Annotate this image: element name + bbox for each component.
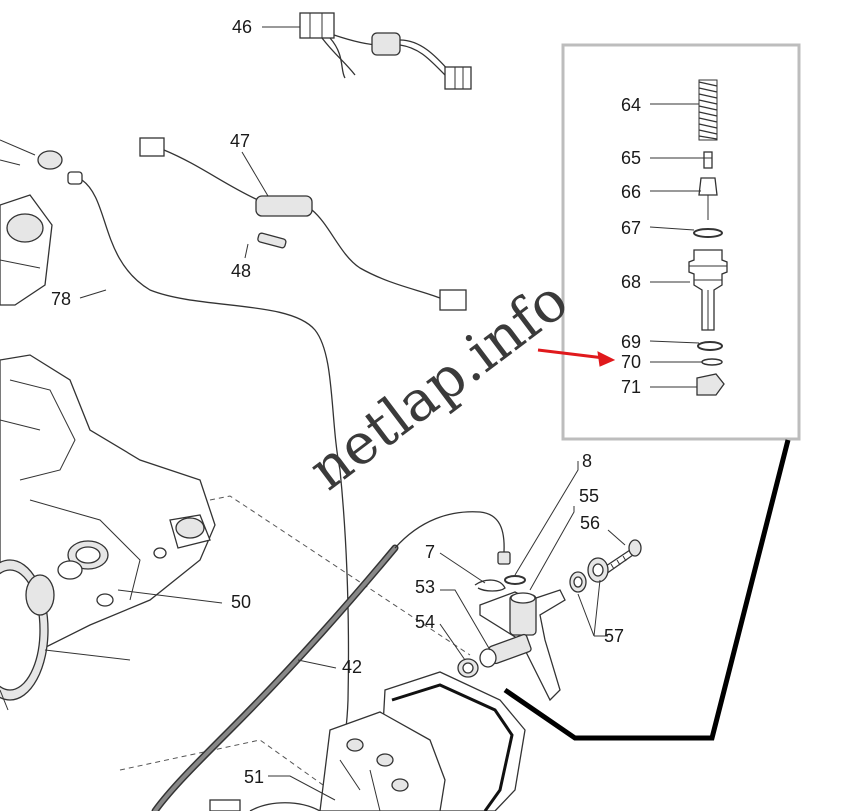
label-46: 46 — [232, 17, 252, 37]
part-7-clip — [474, 579, 506, 592]
leader-53 — [440, 589, 491, 651]
label-66: 66 — [621, 182, 641, 202]
label-70: 70 — [621, 352, 641, 372]
part-64-spring — [698, 79, 718, 141]
label-65: 65 — [621, 148, 641, 168]
part-51-cylinder-head — [209, 671, 526, 811]
ignition-coil-partial — [0, 194, 53, 306]
label-64: 64 — [621, 95, 641, 115]
label-57: 57 — [604, 626, 624, 646]
label-8: 8 — [582, 451, 592, 471]
part-42-throttle-cable — [151, 511, 511, 811]
label-67: 67 — [621, 218, 641, 238]
part-46-connector-harness — [299, 12, 472, 90]
watermark-text: netlap.info — [297, 268, 580, 504]
part-48-fuse — [257, 232, 287, 249]
label-47: 47 — [230, 131, 250, 151]
leader-47 — [241, 151, 269, 197]
part-68-valve-body — [688, 249, 728, 331]
label-50: 50 — [231, 592, 251, 612]
label-48: 48 — [231, 261, 251, 281]
part-67-oring — [693, 228, 723, 238]
label-56: 56 — [580, 513, 600, 533]
part-8-ring — [504, 575, 526, 585]
part-69-ring — [697, 341, 723, 351]
leader-50 — [117, 589, 223, 604]
leader-55 — [529, 506, 575, 591]
part-53-shaft — [479, 633, 532, 668]
inset-leader-line — [503, 439, 791, 741]
engine-block — [0, 354, 216, 711]
leader-51 — [268, 775, 336, 801]
label-78: 78 — [51, 289, 71, 309]
part-78-cable — [37, 150, 350, 811]
label-55: 55 — [579, 486, 599, 506]
part-57-bushings — [569, 557, 609, 593]
leader-8 — [514, 461, 579, 576]
label-51: 51 — [244, 767, 264, 787]
label-71: 71 — [621, 377, 641, 397]
part-66-needle — [698, 177, 718, 220]
dashed-boundary — [209, 495, 471, 656]
label-7: 7 — [425, 542, 435, 562]
label-53: 53 — [415, 577, 435, 597]
label-68: 68 — [621, 272, 641, 292]
label-69: 69 — [621, 332, 641, 352]
inset-detail-box — [561, 43, 801, 441]
leader-78 — [79, 289, 107, 299]
leader-7 — [439, 552, 486, 584]
label-42: 42 — [342, 657, 362, 677]
inset-leader-lines — [649, 103, 704, 388]
part-65-pin — [703, 151, 713, 169]
leader-56 — [607, 529, 626, 546]
leader-48 — [244, 243, 249, 259]
leader-54 — [439, 623, 466, 661]
part-54-nut — [457, 658, 479, 678]
red-pointer-arrow — [537, 348, 616, 367]
part-71-clip — [696, 373, 725, 396]
label-54: 54 — [415, 612, 435, 632]
leader-42 — [297, 659, 337, 669]
part-47-fuse-wire — [139, 137, 467, 311]
